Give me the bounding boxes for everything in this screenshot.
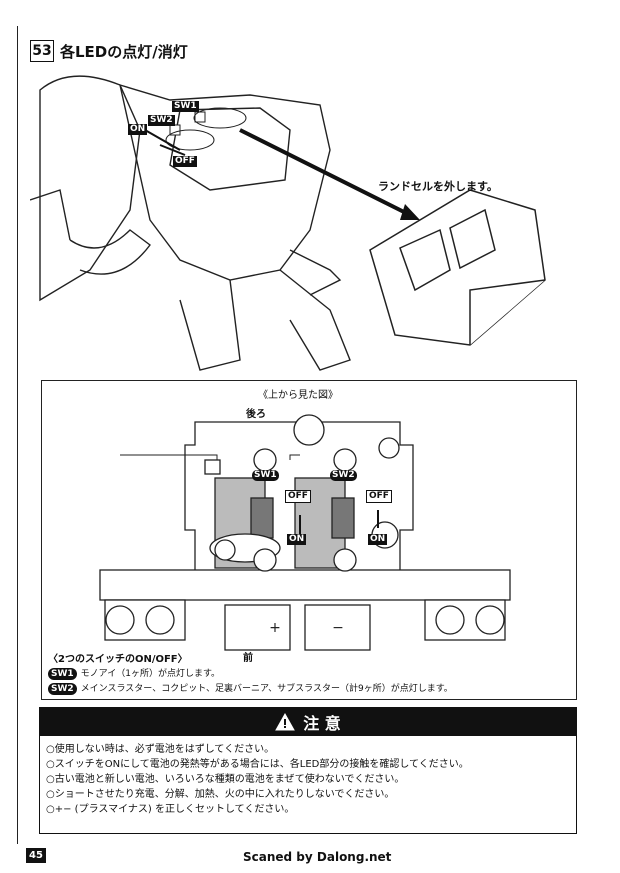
sw1-tag: SW1 [172,101,199,112]
diagram-sw1-tag: SW1 [252,470,279,481]
caution-header: 注 意 [40,708,576,736]
sw1-on-label: ON [287,534,307,545]
caution-list: ○使用しない時は、必ず電池をはずしてください。 ○スイッチをONにして電池の発熱… [40,736,576,817]
legend-sw1-tag: SW1 [48,668,77,680]
caution-item: ○使用しない時は、必ず電池をはずしてください。 [46,744,275,755]
caution-item: ○古い電池と新しい電池、いろいろな種類の電池をまぜて使わないでください。 [46,774,405,785]
page-margin-line [17,26,18,844]
svg-text:+: + [269,620,281,636]
caution-item: ○ショートさせたり充電、分解、加熱、火の中に入れたりしないでください。 [46,789,395,800]
svg-text:−: − [332,620,344,636]
scan-credit: Scaned by Dalong.net [243,850,392,864]
switch-layout-drawing: + − [99,414,511,651]
sw2-tag: SW2 [148,115,175,126]
remove-backpack-callout: ランドセルを外します。 [378,180,498,193]
on-tag: ON [128,124,148,135]
diagram-sw2-tag: SW2 [330,470,357,481]
backpack-removal-illustration [30,75,546,371]
front-label: 前 [243,653,253,664]
legend-sw1-text: モノアイ（1ヶ所）が点灯します。 [80,669,221,679]
sw1-off-label: OFF [285,490,311,503]
legend-title: 〈2つのスイッチのON/OFF〉 [48,654,188,665]
top-view-diagram-box [41,380,577,700]
page-number: 45 [26,848,46,863]
warning-icon [275,713,296,731]
step-title: 各LEDの点灯/消灯 [60,42,188,61]
step-number: 53 [30,40,54,62]
caution-title: 注 意 [303,714,341,733]
legend-sw2-text: メインスラスター、コクピット、足裏バーニア、サブスラスター（計9ヶ所）が点灯しま… [80,684,453,694]
caution-item: ○スイッチをONにして電池の発熱等がある場合には、各LED部分の接触を確認してく… [46,759,469,770]
diagram-title: 《上から見た図》 [258,390,338,401]
legend-sw2-tag: SW2 [48,683,77,695]
sw2-on-label: ON [368,534,388,545]
off-tag: OFF [173,156,197,167]
rear-label: 後ろ [246,409,266,420]
caution-box: 注 意 ○使用しない時は、必ず電池をはずしてください。 ○スイッチをONにして電… [39,707,577,834]
caution-item: ○+− (プラスマイナス) を正しくセットしてください。 [46,804,295,815]
step-header: 53 各LEDの点灯/消灯 [30,40,188,62]
sw2-off-label: OFF [366,490,392,503]
